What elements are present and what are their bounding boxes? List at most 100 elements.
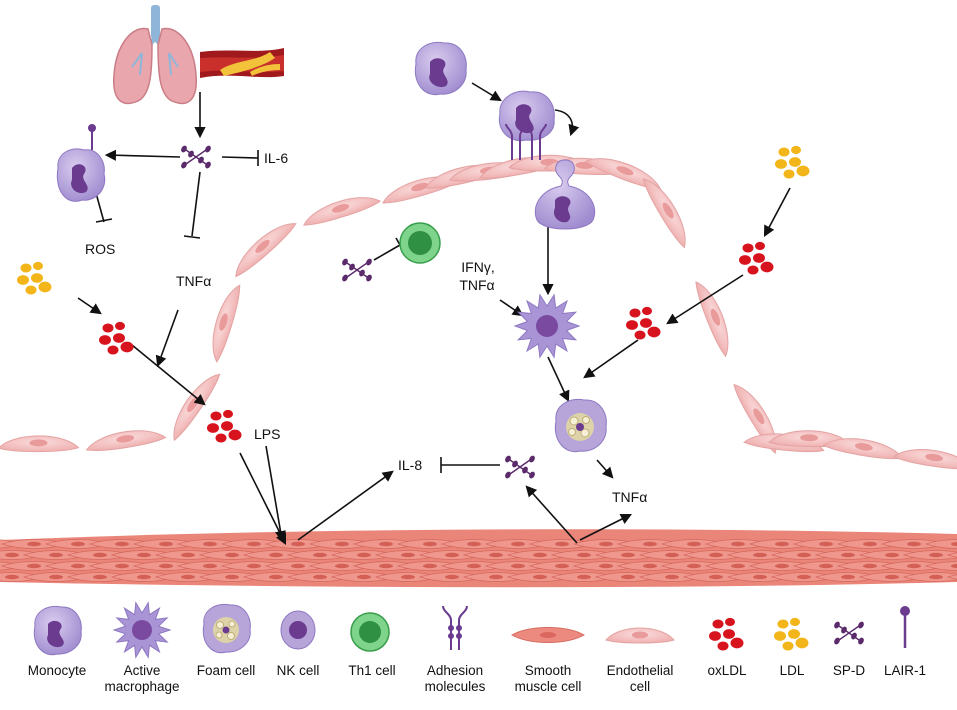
legend-label-foam-cell: Foam cell [196,663,256,678]
endothelial-cell [235,223,297,278]
smooth-muscle-cell [0,561,68,571]
smooth-muscle-cell [902,550,957,560]
legend-label-ldl: LDL [779,663,805,678]
smooth-muscle-cell [792,539,860,549]
endothelial-layer [0,154,957,470]
legend-ldl-icon [774,617,809,651]
label-tnfa-right: TNFα [612,489,648,505]
endothelial-cell [695,281,729,358]
smooth-muscle-cell [88,561,156,571]
endothelial-cell [892,449,957,470]
legend-sp-d-icon [834,621,864,645]
endothelial-cell [212,284,241,363]
smooth-muscle-cell [418,572,486,582]
legend-adhesion-molecule-icon [442,605,468,650]
smooth-muscle-cell [814,572,882,582]
legend-smooth-muscle-cell-icon [510,627,586,643]
smooth-muscle-cell [946,552,957,558]
smooth-muscle-cell [506,550,574,560]
oxldl-cluster [739,241,774,275]
ldl-cluster [17,261,52,295]
label-tnfa-mid: TNFα [459,277,495,293]
smooth-muscle-cell [902,572,957,582]
smooth-muscle-cell [880,561,948,571]
legend-label-th1-cell: Th1 cell [348,663,396,678]
active-macrophage-icon [513,293,581,359]
foam-cell-icon [554,398,607,453]
oxldl-clusters [99,241,774,443]
label-ifng: IFNγ, [461,259,495,275]
adhesion-molecule-icon [505,123,547,160]
label-il8: IL-8 [398,457,423,473]
label-il6: IL-6 [264,150,289,166]
artery-plaque-icon [200,48,284,78]
smooth-muscle-cell [176,539,244,549]
ldl-clusters [17,145,810,295]
smooth-muscle-cell [0,539,68,549]
smooth-muscle-cell [924,561,957,571]
smooth-muscle-cell [132,561,200,571]
legend-active-macrophage-icon [112,601,172,659]
legend-endothelial-cell-icon [605,627,675,644]
oxldl-cluster [99,321,134,355]
smooth-muscle-cell [88,539,156,549]
smooth-muscle-cell [924,539,957,549]
oxldl-cluster [626,306,661,340]
ldl-cluster [775,145,810,179]
lungs-icon [113,5,197,105]
endothelial-cell [0,435,80,453]
label-tnfa-left: TNFα [176,273,212,289]
sp-d-molecules [181,145,535,479]
smooth-muscle-cell [616,561,684,571]
legend-monocyte-icon [33,605,82,656]
endothelial-cell [642,178,686,249]
smooth-muscle-cell [660,561,728,571]
endothelial-cell [302,197,382,226]
smooth-muscle-cell [880,539,948,549]
smooth-muscle-layer [0,529,957,588]
legend-nk-cell-icon [280,610,316,650]
smooth-muscle-cell [220,561,288,571]
smooth-muscle-cell [594,550,662,560]
legend-label-monocyte: Monocyte [27,663,87,678]
sp-d-molecule [505,455,535,479]
legend-th1-cell-icon [350,612,390,652]
legend-oxldl-icon [709,617,744,651]
transmigrating-monocyte-icon [534,159,596,230]
smooth-muscle-cell [946,574,957,580]
legend-sp-d-molecule [834,621,864,645]
smooth-muscle-cell [176,561,244,571]
legend-oxldl-cluster [709,617,744,651]
smooth-muscle-cell [550,572,618,582]
arrows [77,82,791,546]
monocyte-top-icon [414,41,467,96]
label-ros: ROS [85,241,116,257]
smooth-muscle-cell [374,550,442,560]
label-lps: LPS [254,426,281,442]
legend-icons [33,601,910,659]
endothelial-cell [85,430,167,451]
legend-label-oxldl: oxLDL [707,663,747,678]
inhibition-lines [95,150,500,473]
sp-d-molecule [342,258,372,282]
adhering-monocyte-icon [498,90,555,160]
legend-label-sp-d: SP-D [832,663,866,678]
legend-foam-cell-icon [202,603,251,654]
oxldl-cluster [207,409,242,443]
legend-lair-1-icon [900,606,910,648]
th1-cell-icon [399,222,441,264]
smooth-muscle-cell [396,561,464,571]
monocyte-left-icon [56,124,106,202]
smooth-muscle-cell [396,539,464,549]
smooth-muscle-cell [704,561,772,571]
smooth-muscle-cell [550,550,618,560]
legend-ldl-cluster [774,617,809,651]
legend-label-nk-cell: NK cell [276,663,320,678]
sp-d-molecule [181,145,211,169]
